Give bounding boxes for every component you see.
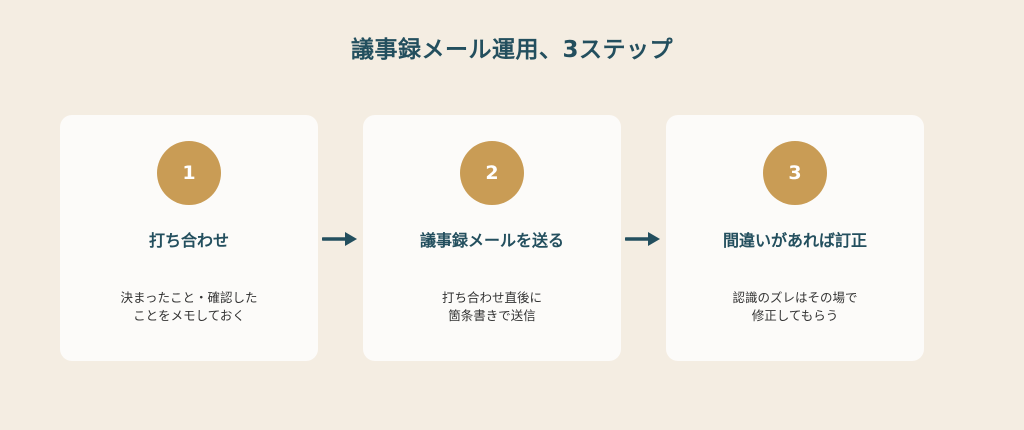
- step-number-badge: 2: [460, 141, 524, 205]
- step-description-line: 決まったこと・確認した: [120, 290, 258, 305]
- step-number-badge: 1: [157, 141, 221, 205]
- step-description: 決まったこと・確認した ことをメモしておく: [60, 289, 318, 325]
- step-card-1: 1 打ち合わせ 決まったこと・確認した ことをメモしておく: [60, 115, 318, 361]
- step-description-line: 修正してもらう: [751, 308, 839, 323]
- page-title: 議事録メール運用、3ステップ: [350, 37, 673, 63]
- step-title: 間違いがあれば訂正: [722, 231, 867, 250]
- step-card-3: 3 間違いがあれば訂正 認識のズレはその場で 修正してもらう: [666, 115, 924, 361]
- step-card-2: 2 議事録メールを送る 打ち合わせ直後に 箇条書きで送信: [363, 115, 621, 361]
- step-description-line: 打ち合わせ直後に: [441, 290, 542, 305]
- step-title: 打ち合わせ: [148, 231, 229, 250]
- step-description-line: 箇条書きで送信: [448, 308, 536, 323]
- arrow-right-icon: [625, 232, 660, 246]
- step-description-line: 認識のズレはその場で: [732, 290, 858, 305]
- step-description: 打ち合わせ直後に 箇条書きで送信: [363, 289, 621, 325]
- step-title: 議事録メールを送る: [419, 231, 564, 250]
- arrow-right-icon: [322, 232, 357, 246]
- step-description-line: ことをメモしておく: [133, 308, 245, 323]
- step-number-badge: 3: [763, 141, 827, 205]
- step-description: 認識のズレはその場で 修正してもらう: [666, 289, 924, 325]
